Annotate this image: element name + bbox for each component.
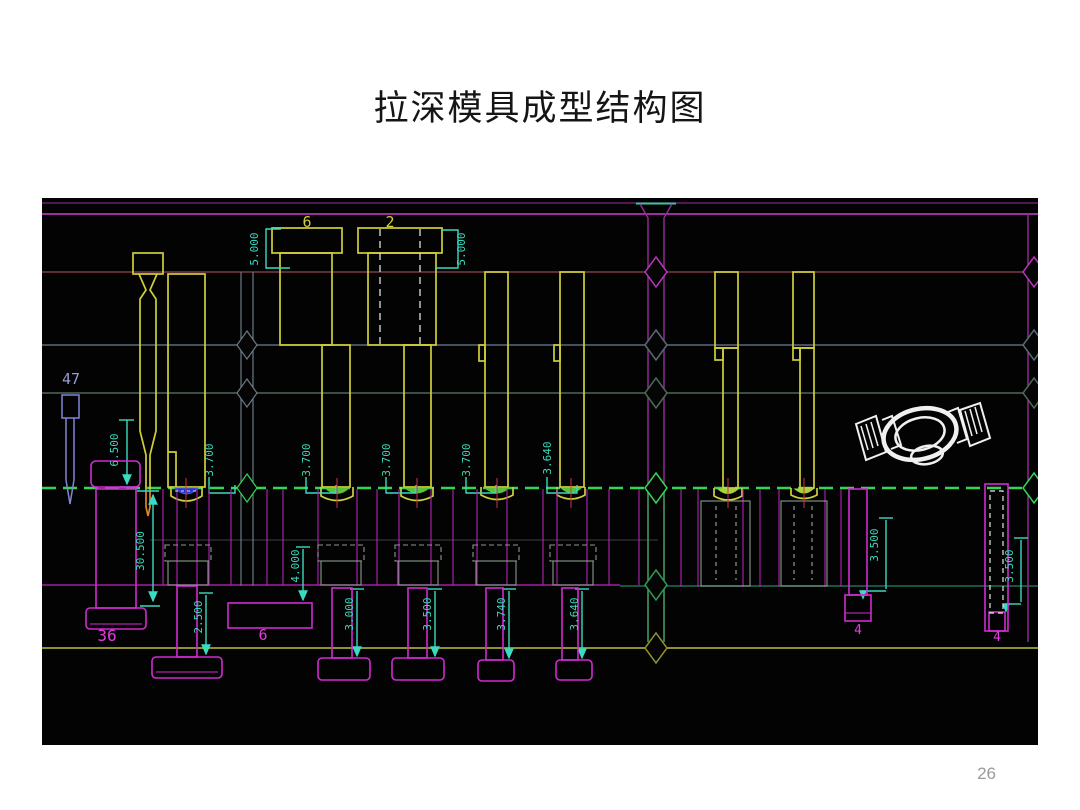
cad-label-18: 3.740: [495, 597, 508, 630]
cad-label-23: 4: [993, 630, 1001, 645]
cad-label-14: 6: [258, 626, 267, 644]
guide-column-gray: [236, 272, 258, 586]
cad-label-7: 3.700: [300, 443, 313, 476]
logo-emblem: [854, 401, 992, 466]
cad-label-3: 5.000: [455, 232, 468, 265]
cad-label-2: 5.000: [248, 232, 261, 265]
cad-label-10: 3.640: [541, 441, 554, 474]
cad-label-21: 4: [854, 623, 862, 638]
cad-label-12: 36: [97, 626, 116, 645]
locating-pin-47: [61, 394, 80, 505]
cad-label-9: 3.700: [460, 443, 473, 476]
cad-label-15: 4.000: [289, 549, 302, 582]
cad-label-5: 6.500: [108, 433, 121, 466]
slide-title: 拉深模具成型结构图: [373, 89, 707, 128]
dimension-labels: 6 2 5.000 5.000 47 6.500 3.700 3.700 3.700 3.700 3…: [62, 213, 1016, 645]
guide-pillar-right: [1022, 214, 1038, 642]
cad-label-4: 47: [62, 370, 80, 388]
cad-label-19: 3.640: [568, 597, 581, 630]
cad-label-13: 2.500: [192, 600, 205, 633]
punches: [132, 227, 818, 517]
cad-label-20: 3.500: [868, 528, 881, 561]
cad-label-11: 30.500: [134, 531, 147, 571]
cad-label-16: 3.000: [343, 597, 356, 630]
page-number: 26: [977, 764, 996, 783]
cad-label-8: 3.700: [380, 443, 393, 476]
cad-label-22: 3.500: [1003, 549, 1016, 582]
white-details: [175, 490, 1004, 614]
lower-die-parts: [85, 460, 1009, 682]
guide-pillar-center: [636, 202, 676, 665]
cad-label-17: 3.500: [421, 597, 434, 630]
center-marks: [185, 478, 805, 508]
cad-label-0: 6: [302, 213, 311, 231]
cad-label-1: 2: [385, 213, 394, 231]
cad-background: [42, 198, 1038, 745]
cad-label-6: 3.700: [203, 443, 216, 476]
